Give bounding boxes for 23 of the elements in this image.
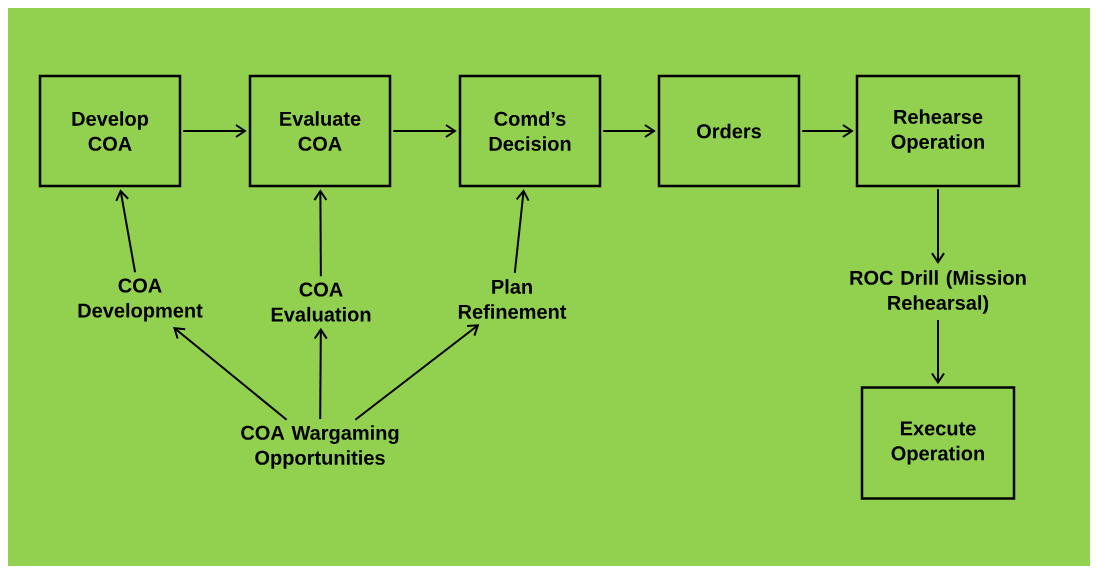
process-box: Comd’s Decision: [458, 74, 602, 188]
process-box: Rehearse Operation: [855, 74, 1021, 188]
step-label: COA Development: [78, 278, 203, 322]
arrow: [931, 319, 945, 385]
arrow: [801, 124, 854, 138]
arrow: [313, 189, 328, 278]
process-box: Execute Operation: [860, 386, 1016, 500]
arrow: [392, 124, 457, 138]
arrow: [931, 188, 945, 264]
arrow: [602, 124, 656, 138]
arrow: [313, 327, 328, 420]
process-box: Develop COA: [38, 74, 182, 188]
step-label: COA Evaluation: [271, 282, 371, 322]
step-label: COA Wargaming Opportunities: [241, 425, 399, 469]
step-label: Plan Refinement: [458, 279, 567, 319]
step-label: ROC Drill (Mission Rehearsal): [850, 270, 1026, 314]
process-box: Orders: [657, 74, 801, 188]
arrow: [182, 124, 247, 138]
arrow: [173, 327, 288, 421]
arrow: [115, 189, 137, 274]
arrow: [513, 189, 530, 274]
process-box: Evaluate COA: [248, 74, 392, 188]
arrow: [354, 324, 480, 421]
